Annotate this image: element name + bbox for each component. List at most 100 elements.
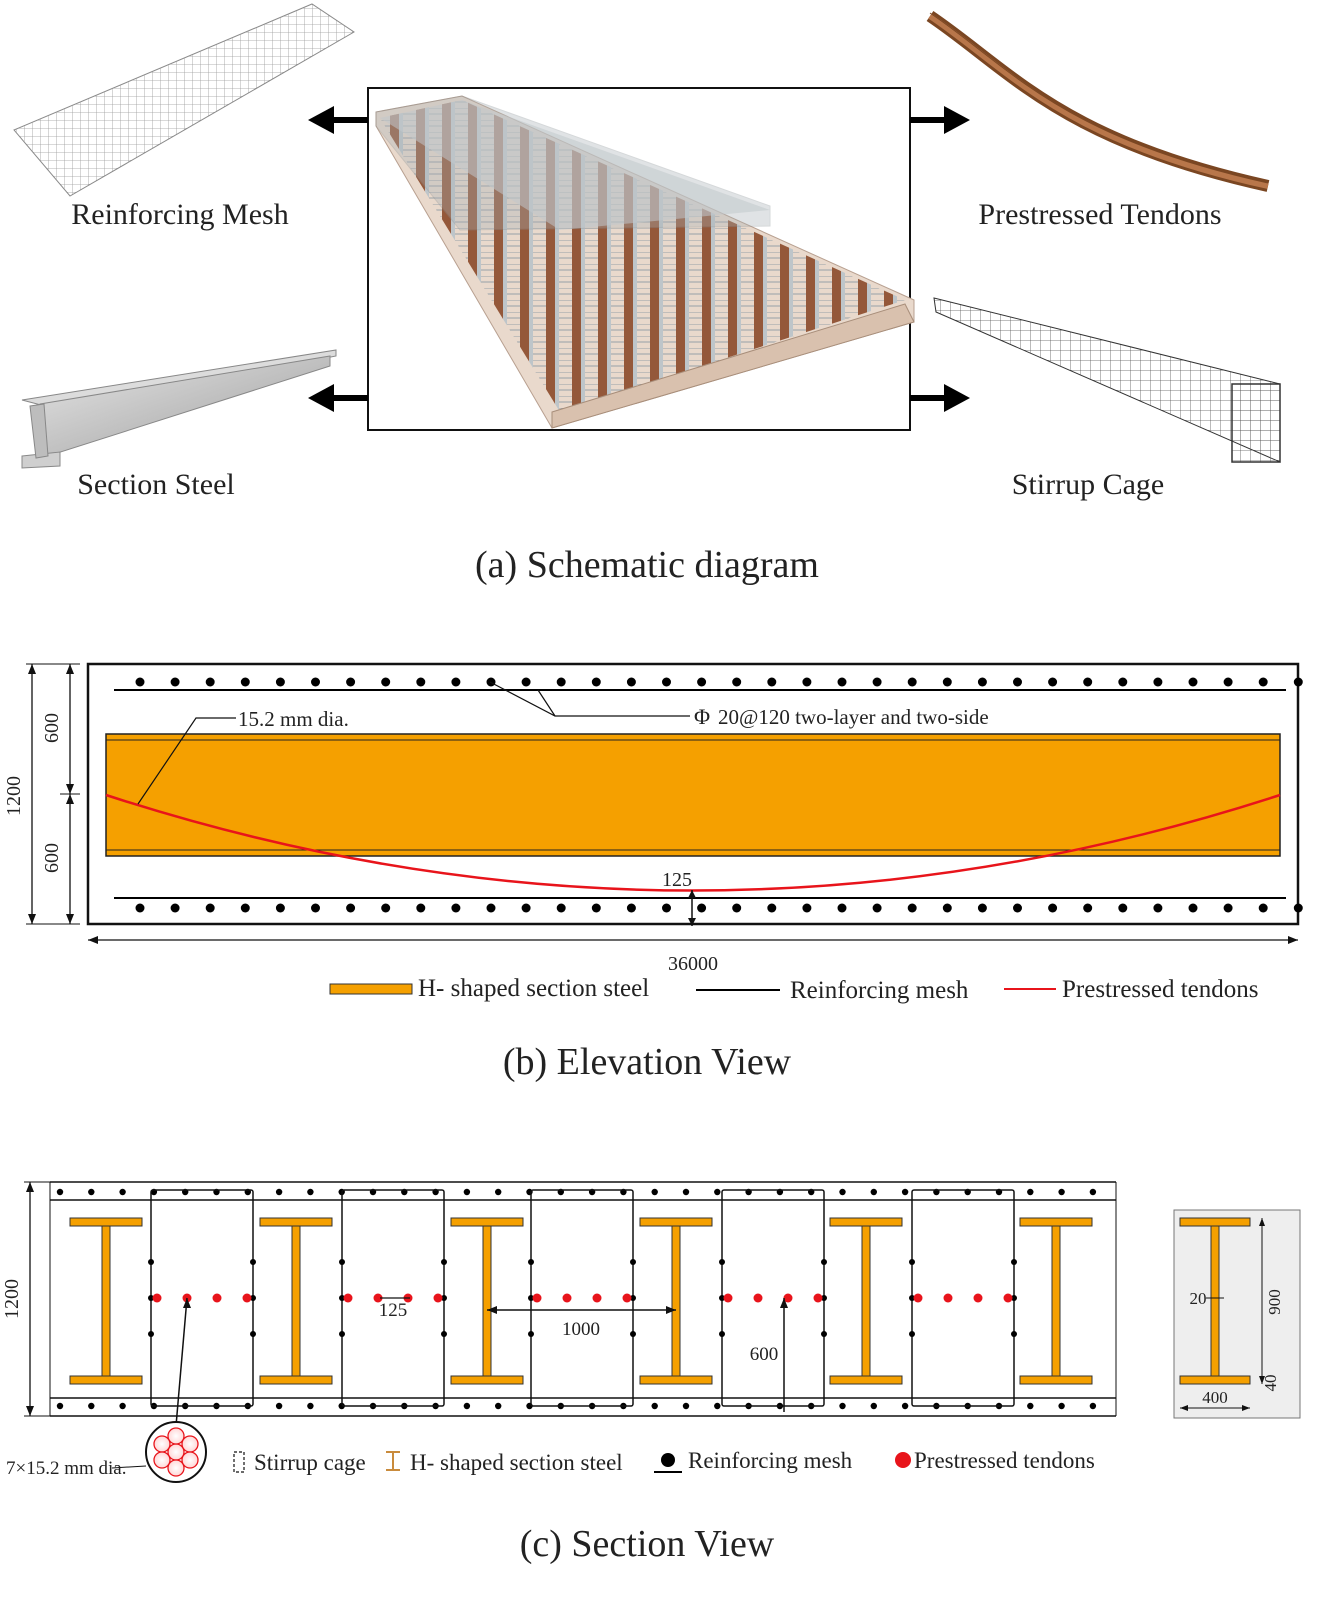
- rebar-dot: [463, 1402, 471, 1410]
- rebar-dots-bottom: [135, 903, 1303, 913]
- rebar-dot: [630, 1331, 636, 1337]
- rebar-dot: [311, 677, 320, 687]
- rebar-dot: [909, 1331, 915, 1337]
- dim-length: 36000: [668, 953, 718, 975]
- rebar-dot: [839, 1402, 846, 1410]
- rebar-dot: [901, 1402, 909, 1410]
- tendon-dot: [212, 1293, 222, 1303]
- rebar-dot: [556, 677, 566, 687]
- rebar-dot: [416, 677, 426, 687]
- panel-b-elevation: 15.2 mm dia. Φ 20@120 two-layer and two-…: [3, 662, 1303, 1083]
- rebar-dot: [170, 677, 180, 687]
- panel-a-schematic: Reinforcing Mesh Section Steel Prestress…: [13, 3, 1281, 586]
- rebar-dot: [870, 1188, 877, 1196]
- rebar-dot: [942, 677, 952, 687]
- sag-dimension: 125: [662, 869, 692, 891]
- section-dim-height: 1200: [1, 1279, 23, 1319]
- rebar-dot: [1258, 903, 1268, 913]
- dim-total-height: 1200: [3, 776, 25, 816]
- rebar-dot: [495, 1188, 502, 1196]
- rebar-dot: [591, 903, 601, 913]
- rebar-dot: [451, 677, 461, 687]
- rebar-dot: [839, 1188, 846, 1196]
- rebar-dot: [1188, 677, 1198, 687]
- rebar-dot: [1118, 903, 1128, 913]
- panel-c-caption: (c) Section View: [520, 1523, 775, 1565]
- rebar-dot: [732, 677, 742, 687]
- tendon-dot: [343, 1293, 353, 1303]
- rebar-dot: [682, 1402, 690, 1410]
- rebar-dot: [626, 677, 636, 687]
- legend-mesh-label: Reinforcing mesh: [790, 977, 969, 1004]
- legend-tendons-label-c: Prestressed tendons: [914, 1448, 1095, 1473]
- rebar-dot: [1293, 903, 1303, 913]
- stirrup-cage-image: [933, 297, 1281, 463]
- rebar-dot: [250, 1331, 256, 1337]
- tendon-dot: [723, 1293, 733, 1303]
- dim-lower-half: 600: [41, 843, 63, 873]
- prestressed-tendons-image: [926, 11, 1270, 192]
- rebar-dot: [821, 1259, 827, 1265]
- rebar-dot: [135, 903, 145, 913]
- rebar-dot: [942, 903, 952, 913]
- rebar-dot: [1011, 1331, 1017, 1337]
- legend-cage-label: Stirrup cage: [254, 1450, 366, 1475]
- rebar-dot: [870, 1402, 877, 1410]
- rebar-dot: [135, 677, 145, 687]
- tendon-dot: [753, 1293, 763, 1303]
- legend-tendons-label: Prestressed tendons: [1062, 976, 1259, 1003]
- elevation-steel: [105, 733, 1281, 857]
- rebar-dot: [346, 903, 356, 913]
- rebar-dot: [463, 1188, 471, 1196]
- legend-cage-icon: [233, 1451, 245, 1473]
- stirrup-cage: [719, 1189, 827, 1407]
- rebar-dot: [311, 903, 320, 913]
- rebar-dot: [821, 1331, 827, 1337]
- rebar-dot: [250, 1259, 256, 1265]
- rebar-dot: [714, 1402, 721, 1410]
- rebar-dot: [682, 1188, 690, 1196]
- rebar-dot: [1083, 677, 1093, 687]
- rebar-dot: [697, 903, 707, 913]
- legend-steel-label: H- shaped section steel: [418, 975, 649, 1002]
- tendon-dot: [913, 1293, 923, 1303]
- rebar-dot: [977, 903, 987, 913]
- tendon-dot: [433, 1293, 443, 1303]
- rebar-dot: [339, 1259, 345, 1265]
- rebar-dot: [1027, 1402, 1034, 1410]
- tendon-dot: [373, 1293, 383, 1303]
- rebar-dot: [88, 1402, 95, 1410]
- rebar-dot: [719, 1259, 725, 1265]
- rebar-dot: [275, 903, 285, 913]
- section-rebar-dots: [56, 1188, 1097, 1410]
- rebar-dot: [521, 903, 531, 913]
- tendon-dot: [242, 1293, 252, 1303]
- rebar-dot: [821, 1295, 827, 1301]
- tendon-dot: [562, 1293, 572, 1303]
- rebar-dot: [338, 1402, 345, 1410]
- detail-dim-height: 900: [1265, 1289, 1284, 1315]
- prestressed-tendons-label: Prestressed Tendons: [978, 198, 1221, 231]
- rebar-dot: [205, 677, 215, 687]
- strand-detail: [145, 1421, 207, 1483]
- rebar-dot: [1013, 677, 1022, 687]
- rebar-dot: [977, 677, 987, 687]
- rebar-dot: [1188, 903, 1198, 913]
- rebar-dot: [240, 903, 250, 913]
- rebar-dot: [528, 1295, 534, 1301]
- arrow-left-bottom: [308, 384, 368, 412]
- rebar-dot: [1027, 1188, 1034, 1196]
- rebar-symbol: Φ: [694, 704, 710, 729]
- tendon-dot: [592, 1293, 602, 1303]
- rebar-dot: [719, 1331, 725, 1337]
- rebar-dot: [907, 903, 917, 913]
- tendon-dot: [622, 1293, 632, 1303]
- rebar-dot: [1089, 1188, 1097, 1196]
- tendon-dot: [943, 1293, 953, 1303]
- tendon-dot: [1003, 1293, 1013, 1303]
- rebar-dot: [909, 1259, 915, 1265]
- rebar-dot: [802, 903, 812, 913]
- reinforcing-mesh-image: [13, 3, 355, 197]
- rebar-dot: [528, 1259, 534, 1265]
